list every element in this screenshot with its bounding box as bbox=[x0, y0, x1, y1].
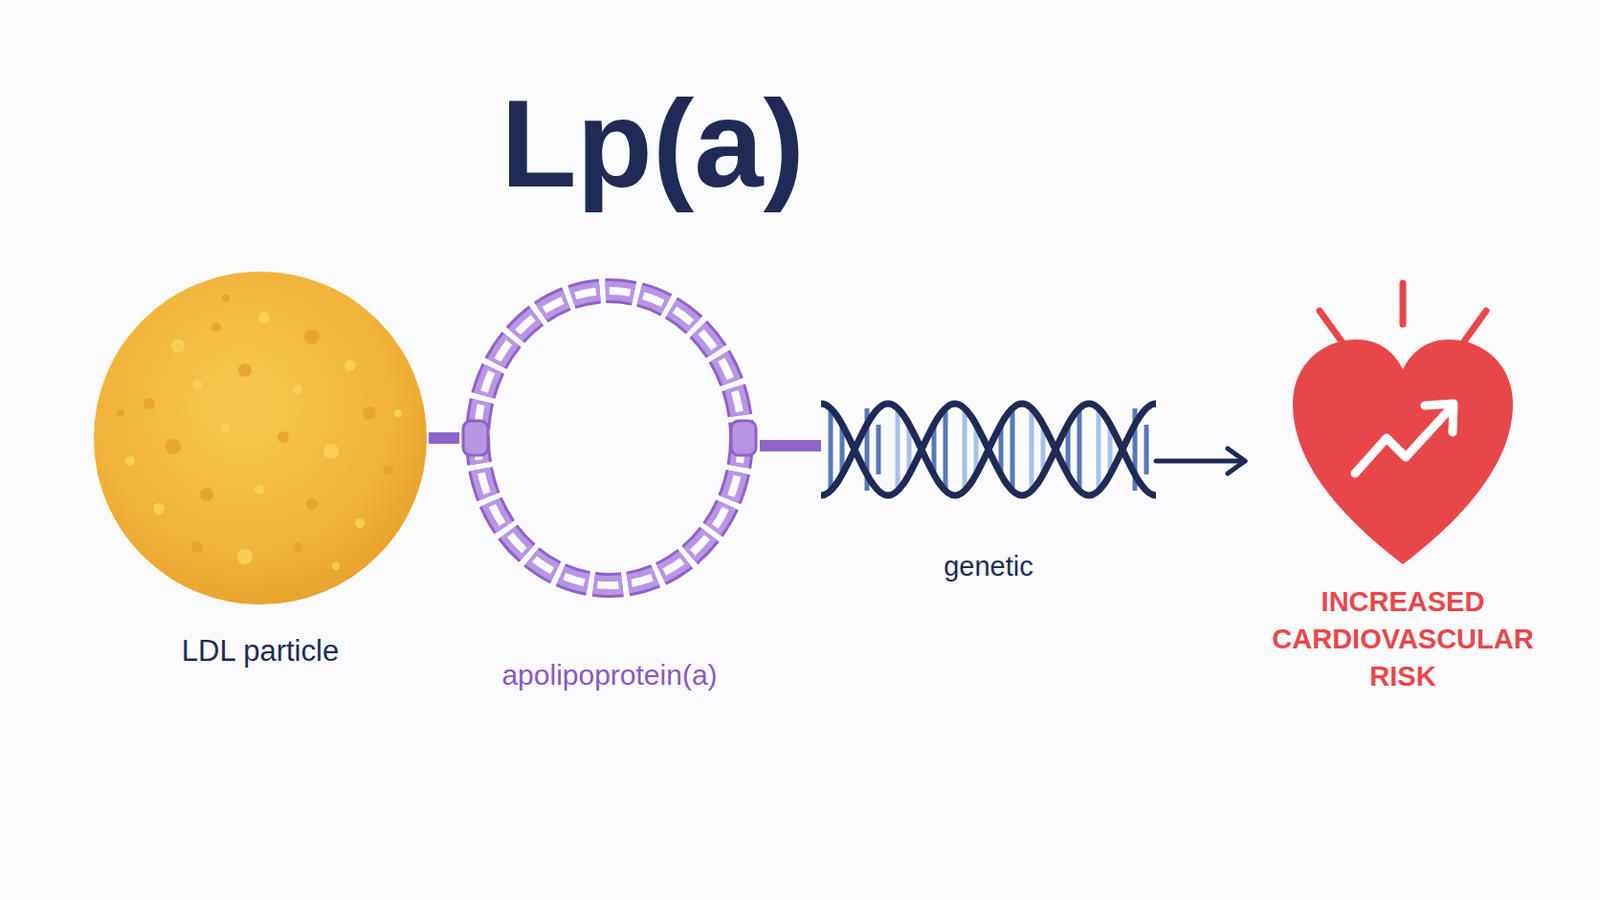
diagram-title: Lp(a) bbox=[413, 81, 892, 206]
link-bar bbox=[428, 432, 460, 445]
link-bar bbox=[759, 440, 822, 452]
apolipoprotein-chain bbox=[459, 277, 760, 603]
dna-helix bbox=[821, 382, 1156, 517]
ldl-particle-node: LDL particle bbox=[91, 269, 429, 682]
cardio-risk-node: INCREASED CARDIOVASCULAR RISK bbox=[1244, 277, 1561, 709]
genetic-node: genetic bbox=[821, 382, 1156, 589]
heart-risk-icon bbox=[1264, 277, 1542, 575]
risk-label: INCREASED CARDIOVASCULAR RISK bbox=[1244, 583, 1561, 696]
flow-arrow bbox=[1155, 459, 1245, 465]
node-label: LDL particle bbox=[91, 631, 429, 672]
ldl-particle-sphere bbox=[91, 269, 429, 607]
apolipoprotein-node: apolipoprotein(a) bbox=[459, 277, 760, 699]
node-label: genetic bbox=[821, 548, 1156, 586]
node-label: apolipoprotein(a) bbox=[459, 656, 760, 696]
